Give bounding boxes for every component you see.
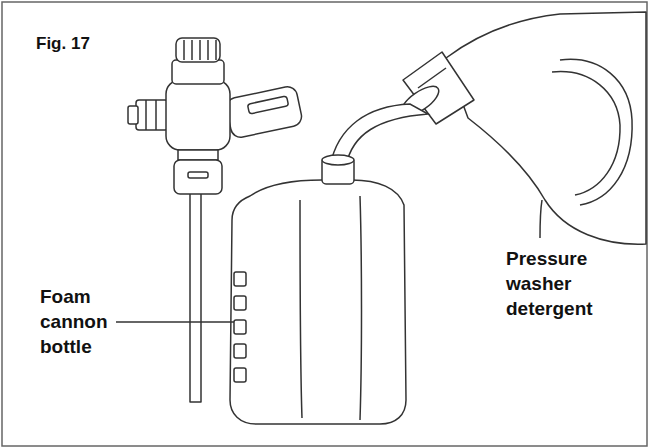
detergent-jug	[397, 12, 646, 244]
bottle-rib	[234, 344, 246, 358]
bottle-rib	[234, 296, 246, 310]
knob-ridge	[184, 40, 216, 60]
part-label: Foam cannon bottle	[40, 284, 108, 359]
leader-line	[540, 200, 542, 238]
part-label: Pressure washer detergent	[506, 246, 593, 321]
foam-cannon-bottle	[230, 155, 406, 424]
quick-connector	[136, 100, 168, 130]
bottle-collar	[174, 160, 222, 194]
handle-slot	[247, 96, 288, 114]
jug-body	[446, 12, 646, 244]
bottle-rib	[234, 272, 246, 286]
connector-tip	[128, 106, 138, 124]
cannon-handle	[225, 85, 304, 139]
connector-ridge	[146, 100, 156, 130]
spout-ring	[418, 68, 446, 88]
bottle-rib	[234, 368, 246, 382]
adjust-ring	[172, 60, 224, 84]
collar-slot	[188, 172, 208, 178]
cannon-stem	[178, 150, 218, 160]
bottle-edge	[360, 196, 362, 420]
bottle-edge	[300, 200, 302, 418]
siphon-tube	[190, 190, 201, 402]
bottle-mouth	[322, 155, 354, 165]
bottle-body	[230, 180, 406, 424]
figure-number: Fig. 17	[36, 34, 90, 54]
cannon-body	[166, 80, 230, 150]
leader-line	[116, 321, 234, 323]
foam-cannon-head	[128, 38, 303, 402]
adjust-knob	[176, 38, 220, 62]
jug-handle	[552, 72, 620, 195]
bottle-rib	[234, 320, 246, 334]
